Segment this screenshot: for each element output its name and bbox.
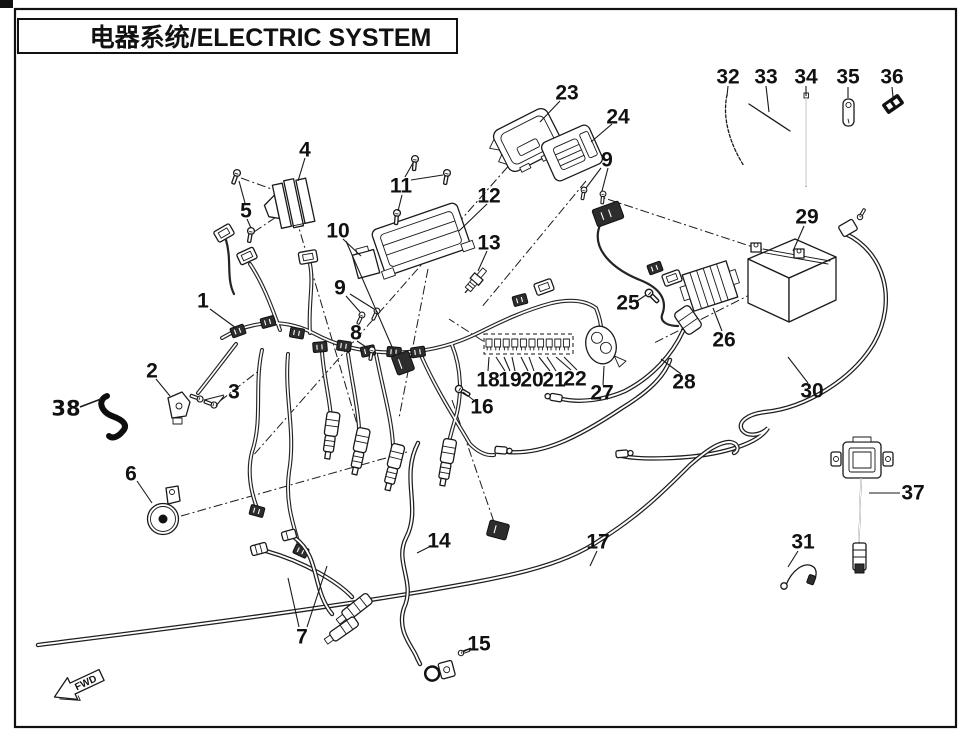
module-37 xyxy=(830,436,894,574)
callout-18: 18 xyxy=(476,368,500,392)
rectifier-26 xyxy=(679,260,740,312)
rod-33 xyxy=(748,103,791,132)
ground-strap-31 xyxy=(780,564,817,590)
callout-1: 1 xyxy=(197,289,209,313)
fwd-arrow: FWD xyxy=(53,668,105,701)
callout-29: 29 xyxy=(795,205,819,229)
leader-lines xyxy=(79,85,900,653)
sensor-15 xyxy=(423,659,456,682)
callout-2: 2 xyxy=(146,359,158,383)
callout-11: 11 xyxy=(389,174,413,198)
module-24 xyxy=(540,124,604,182)
screws-3 xyxy=(188,391,219,410)
corner-mark xyxy=(0,0,13,8)
callout-19: 19 xyxy=(498,368,522,392)
callout-21: 21 xyxy=(542,368,566,392)
callout-9: 9 xyxy=(601,148,613,172)
callout-7: 7 xyxy=(296,625,308,649)
callout-32: 32 xyxy=(716,65,740,89)
spark-plug-wires-7 xyxy=(249,528,373,645)
callout-10: 10 xyxy=(326,219,350,243)
battery-29 xyxy=(747,238,837,323)
callout-34: 34 xyxy=(794,65,818,89)
long-cable-17 xyxy=(38,442,737,645)
callout-13: 13 xyxy=(477,231,501,255)
page-border xyxy=(13,7,958,729)
callout-24: 24 xyxy=(606,105,630,129)
callout-6: 6 xyxy=(125,462,137,486)
callout-9: 9 xyxy=(334,276,346,300)
fwd-label: FWD xyxy=(73,674,98,694)
ignition-switch-27 xyxy=(585,325,627,368)
title-box: 电器系统/ELECTRIC SYSTEM xyxy=(17,18,458,54)
fuse-box xyxy=(483,333,574,355)
callout-15: 15 xyxy=(467,632,491,656)
rod-34 xyxy=(803,92,809,187)
callout-27: 27 xyxy=(590,381,614,405)
callout-28: 28 xyxy=(672,370,696,394)
page-title: 电器系统/ELECTRIC SYSTEM xyxy=(89,24,432,52)
cable-28 xyxy=(543,305,702,402)
callout-38: 38 xyxy=(51,396,81,421)
connector-9 xyxy=(591,200,625,228)
fuse-36 xyxy=(882,94,904,114)
voltage-regulator-4 xyxy=(263,177,316,229)
callout-17: 17 xyxy=(586,530,610,554)
callout-23: 23 xyxy=(555,81,579,105)
callout-8: 8 xyxy=(350,321,362,345)
spiral-tube-32 xyxy=(724,94,745,167)
rubber-strap-38 xyxy=(98,393,128,441)
horn-6 xyxy=(146,485,181,536)
sleeve-35 xyxy=(842,98,855,127)
callout-4: 4 xyxy=(299,138,311,162)
sensor-bracket-2 xyxy=(167,391,191,425)
spark-plug-13 xyxy=(464,267,488,294)
callout-36: 36 xyxy=(880,65,904,89)
callout-35: 35 xyxy=(836,65,860,89)
callout-12: 12 xyxy=(477,184,501,208)
callout-30: 30 xyxy=(800,379,824,403)
relay-10b xyxy=(391,350,415,376)
callout-37: 37 xyxy=(901,481,925,505)
callout-14: 14 xyxy=(427,529,451,553)
callout-26: 26 xyxy=(712,328,736,352)
callout-31: 31 xyxy=(791,530,815,554)
battery-cable-30 xyxy=(615,207,886,459)
callout-22: 22 xyxy=(563,367,587,391)
cable-14 xyxy=(402,443,420,664)
callout-20: 20 xyxy=(520,368,544,392)
callout-5: 5 xyxy=(240,199,252,223)
callout-16: 16 xyxy=(470,395,494,419)
harness-connector xyxy=(229,323,247,339)
ecu-12 xyxy=(371,202,476,280)
callout-25: 25 xyxy=(616,291,640,315)
callout-33: 33 xyxy=(754,65,778,89)
callout-3: 3 xyxy=(228,380,240,404)
